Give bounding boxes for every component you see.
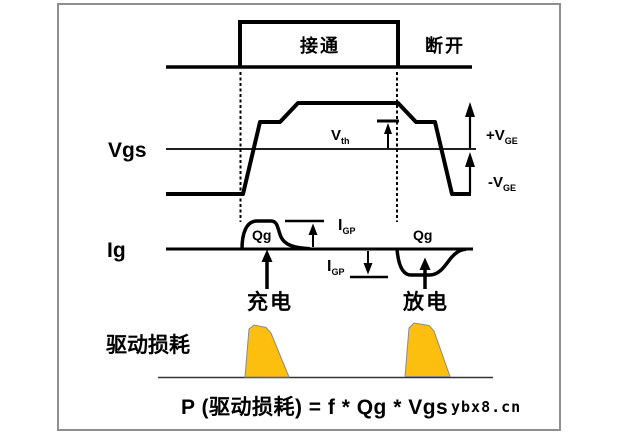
timing-guide-lines (239, 72, 398, 222)
turn-off-label: 断开 (425, 36, 465, 56)
neg-vge-label: -VGE (488, 174, 517, 193)
vth-marker (377, 119, 399, 148)
drive-loss-waveform (158, 322, 493, 379)
igp-peak-label: IGP (338, 217, 356, 237)
igp-valley-marker (350, 251, 388, 279)
vgs-axis-label: Vgs (108, 139, 147, 162)
ig-axis-label: Ig (107, 239, 126, 262)
diagram-frame (57, 3, 561, 431)
charge-label: 充电 (247, 291, 293, 314)
loss-pulse-discharge (404, 322, 451, 377)
discharge-label: 放电 (403, 291, 449, 314)
pos-vge-label: +VGE (486, 127, 518, 146)
watermark-text: ybx8.cn (451, 398, 522, 416)
discharge-arrow (419, 257, 431, 289)
charge-arrow (261, 249, 273, 289)
vth-label: Vth (331, 127, 350, 146)
vgs-waveform (166, 101, 476, 196)
qg-discharge-label: Qg (413, 227, 433, 243)
vge-range-arrows (465, 102, 475, 193)
igp-valley-label: IGP (327, 258, 345, 278)
power-formula: P (驱动损耗) = f * Qg * Vgs (181, 396, 449, 419)
loss-pulse-charge (244, 324, 290, 378)
igp-peak-marker (285, 219, 324, 247)
ig-waveform (166, 219, 473, 277)
gate-pulse-waveform (166, 20, 472, 69)
qg-charge-label: Qg (252, 227, 272, 243)
turn-on-label: 接通 (300, 36, 340, 56)
drive-loss-label: 驱动损耗 (106, 334, 190, 357)
